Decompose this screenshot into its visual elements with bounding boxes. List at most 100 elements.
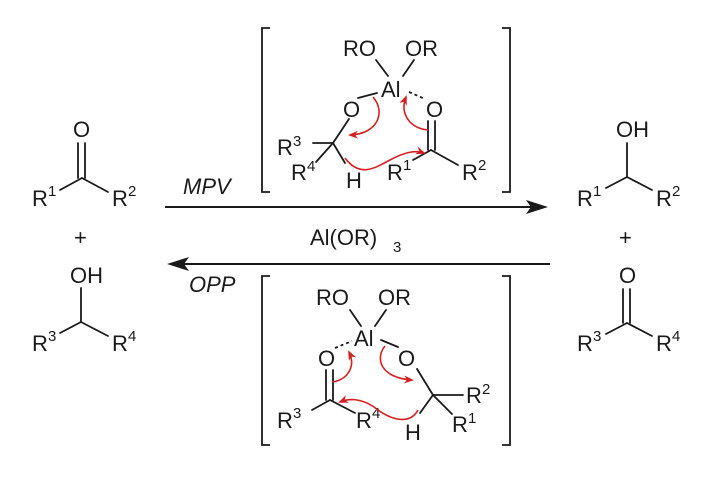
bond [430, 149, 459, 166]
bond [419, 394, 434, 414]
bond [416, 368, 434, 396]
al-o-bond [380, 339, 399, 348]
bond [81, 177, 109, 193]
reverse-arrow [167, 257, 550, 271]
al-o-bond [357, 92, 378, 99]
r-superscript: 1 [593, 183, 601, 200]
coordination-bond [334, 340, 353, 349]
right-ketone: O R 3 R 4 [577, 263, 680, 356]
arrowhead-icon [167, 257, 189, 271]
atom-o: O [619, 263, 636, 288]
bond [605, 322, 628, 335]
reagent-main: Al(OR) [310, 225, 377, 250]
r-superscript: 3 [593, 328, 601, 345]
r-superscript: 2 [482, 381, 490, 398]
bond [315, 142, 334, 163]
bond [349, 309, 362, 327]
ro-group: RO [343, 36, 376, 61]
electron-arrow-icon [348, 96, 380, 139]
electron-arrow-icon [399, 95, 429, 131]
r-superscript: 4 [372, 405, 380, 422]
forward-arrow [165, 200, 548, 214]
alkoxide-oxygen: O [343, 97, 360, 122]
r-group: R [277, 135, 293, 160]
bond [329, 399, 356, 414]
mpv-label: MPV [183, 174, 233, 199]
bond [332, 142, 346, 164]
r-group: R [356, 408, 372, 433]
r-group: R [277, 408, 293, 433]
electron-arrow-icon [331, 350, 357, 383]
electron-arrow-icon [379, 345, 414, 384]
left-bracket [261, 275, 270, 446]
r-group: R [32, 186, 48, 211]
carbonyl-oxygen: O [318, 346, 335, 371]
r-superscript: 3 [293, 405, 301, 422]
r-group: R [656, 186, 672, 211]
bond [605, 176, 628, 189]
atom-o: O [73, 117, 90, 142]
r-superscript: 3 [48, 328, 56, 345]
aluminium-atom: Al [381, 77, 401, 102]
hydroxyl: OH [616, 117, 649, 142]
hydride: H [405, 420, 421, 445]
r-group: R [656, 331, 672, 356]
r-superscript: 4 [128, 328, 136, 345]
reagent-subscript: 3 [393, 239, 401, 256]
r-group: R [452, 412, 468, 437]
aluminium-atom: Al [354, 326, 374, 351]
r-superscript: 4 [307, 158, 315, 175]
r-superscript: 1 [468, 410, 476, 427]
r-group: R [577, 186, 593, 211]
bond [311, 399, 331, 411]
electron-arrow-icon [338, 395, 419, 421]
r-group: R [466, 383, 482, 408]
bond [626, 176, 653, 191]
left-ketone: O R 1 R 2 [32, 117, 136, 211]
bond [432, 394, 453, 415]
hydroxyl: OH [70, 263, 103, 288]
r-superscript: 1 [48, 183, 56, 200]
bond [80, 321, 109, 337]
alkoxide-oxygen: O [398, 346, 415, 371]
or-group: OR [405, 36, 438, 61]
right-bracket [502, 275, 511, 446]
ts-top: RO OR Al O O R 3 R 4 H R 1 R 2 [261, 27, 511, 193]
r-superscript: 1 [403, 157, 411, 174]
electron-arrow-icon [344, 146, 426, 171]
bond [332, 118, 350, 144]
ro-group: RO [316, 285, 349, 310]
r-group: R [32, 331, 48, 356]
arrowhead-icon [526, 200, 548, 214]
opp-label: OPP [189, 272, 236, 297]
bond [402, 59, 415, 77]
coordination-bond [408, 91, 426, 100]
left-bracket [261, 27, 270, 193]
reagent-label: Al(OR) 3 [310, 225, 401, 256]
r-group: R [577, 331, 593, 356]
hydride: H [346, 168, 362, 193]
r-superscript: 3 [293, 133, 301, 150]
r-group: R [112, 331, 128, 356]
r-group: R [387, 160, 403, 185]
right-bracket [502, 27, 511, 193]
or-group: OR [378, 285, 411, 310]
bond [375, 59, 389, 77]
ts-bottom: RO OR Al O O R 3 R 4 R 2 R 1 H [261, 275, 511, 446]
bond [626, 322, 653, 337]
r-superscript: 2 [478, 157, 486, 174]
bond [59, 321, 82, 334]
bond [59, 177, 83, 191]
r-group: R [462, 160, 478, 185]
left-alcohol: OH R 3 R 4 [32, 263, 136, 356]
carbonyl-oxygen: O [426, 97, 443, 122]
r-superscript: 4 [672, 328, 680, 345]
r-group: R [291, 160, 307, 185]
r-superscript: 2 [128, 183, 136, 200]
r-superscript: 2 [672, 183, 680, 200]
right-alcohol: OH R 1 R 2 [577, 117, 680, 211]
bond [412, 149, 432, 161]
r-group: R [112, 186, 128, 211]
bond [374, 309, 387, 327]
